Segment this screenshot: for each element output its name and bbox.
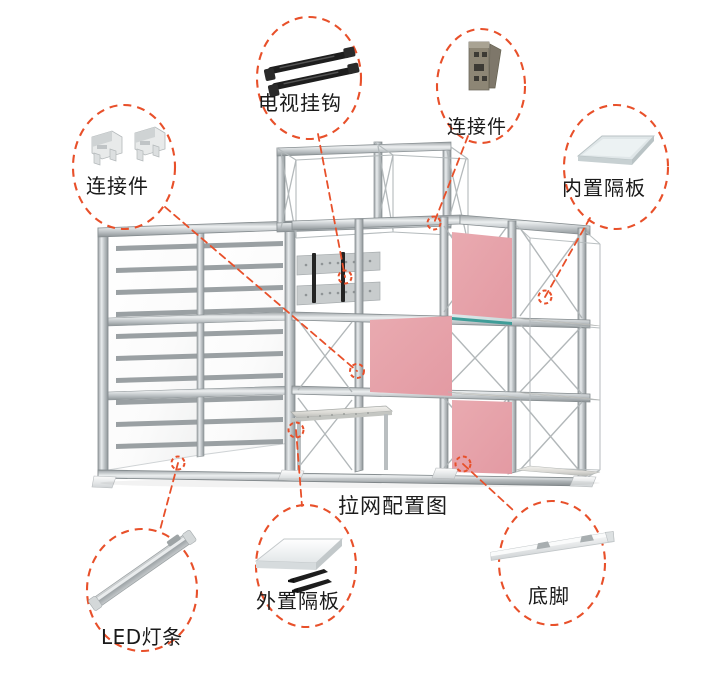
part-connector-bracket <box>91 126 166 166</box>
callout-label-inner-shelf: 内置隔板 <box>562 176 646 200</box>
callout-label-led-strip: LED灯条 <box>101 625 183 649</box>
callout-label-connector-left: 连接件 <box>86 174 149 198</box>
marker-connector-top <box>426 215 442 231</box>
part-tv-hook-bar <box>263 46 360 97</box>
marker-base-foot <box>454 455 472 473</box>
leader-led-strip <box>159 462 179 531</box>
callout-circle-base-foot <box>497 499 607 627</box>
leader-tv-hook <box>317 133 346 278</box>
callout-circle-led-strip <box>85 527 199 653</box>
diagram-title: 拉网配置图 <box>338 494 448 518</box>
base-feet <box>91 467 597 489</box>
leader-base-foot <box>462 463 514 511</box>
leader-inner-shelf <box>544 217 591 298</box>
marker-connector-left <box>349 363 365 379</box>
callout-label-connector-top: 连接件 <box>447 116 508 138</box>
display-rack-structure <box>91 141 601 489</box>
callout-label-outer-shelf: 外置隔板 <box>256 589 340 613</box>
part-inner-shelf-board <box>576 135 656 165</box>
marker-tv-hook <box>337 269 353 285</box>
callout-overlay <box>71 15 670 653</box>
leader-connector-left <box>164 206 358 372</box>
inner-glass-shelf <box>452 314 512 325</box>
callout-label-tv-hook: 电视挂钩 <box>258 91 342 115</box>
part-outer-shelf-board-with-brackets <box>254 538 344 593</box>
part-base-foot-bar <box>490 531 615 561</box>
part-led-light-bar <box>88 530 197 611</box>
inner-shelves <box>447 317 601 477</box>
marker-inner-shelf <box>537 289 553 305</box>
marker-outer-shelf <box>287 421 305 439</box>
part-connector-plate <box>468 41 502 91</box>
callout-circle-connector-left <box>71 103 177 231</box>
leader-connector-top <box>433 135 469 224</box>
pink-graphic-panels <box>370 232 512 474</box>
leader-outer-shelf <box>295 429 303 507</box>
led-panel-column <box>107 223 291 471</box>
callout-circle-connector-top <box>435 27 527 145</box>
marker-led-strip <box>170 455 186 471</box>
external-shelf <box>290 405 394 470</box>
callout-circle-tv-hook <box>255 15 363 141</box>
callout-label-base-foot: 底脚 <box>528 584 570 608</box>
callout-circle-inner-shelf <box>562 103 670 231</box>
